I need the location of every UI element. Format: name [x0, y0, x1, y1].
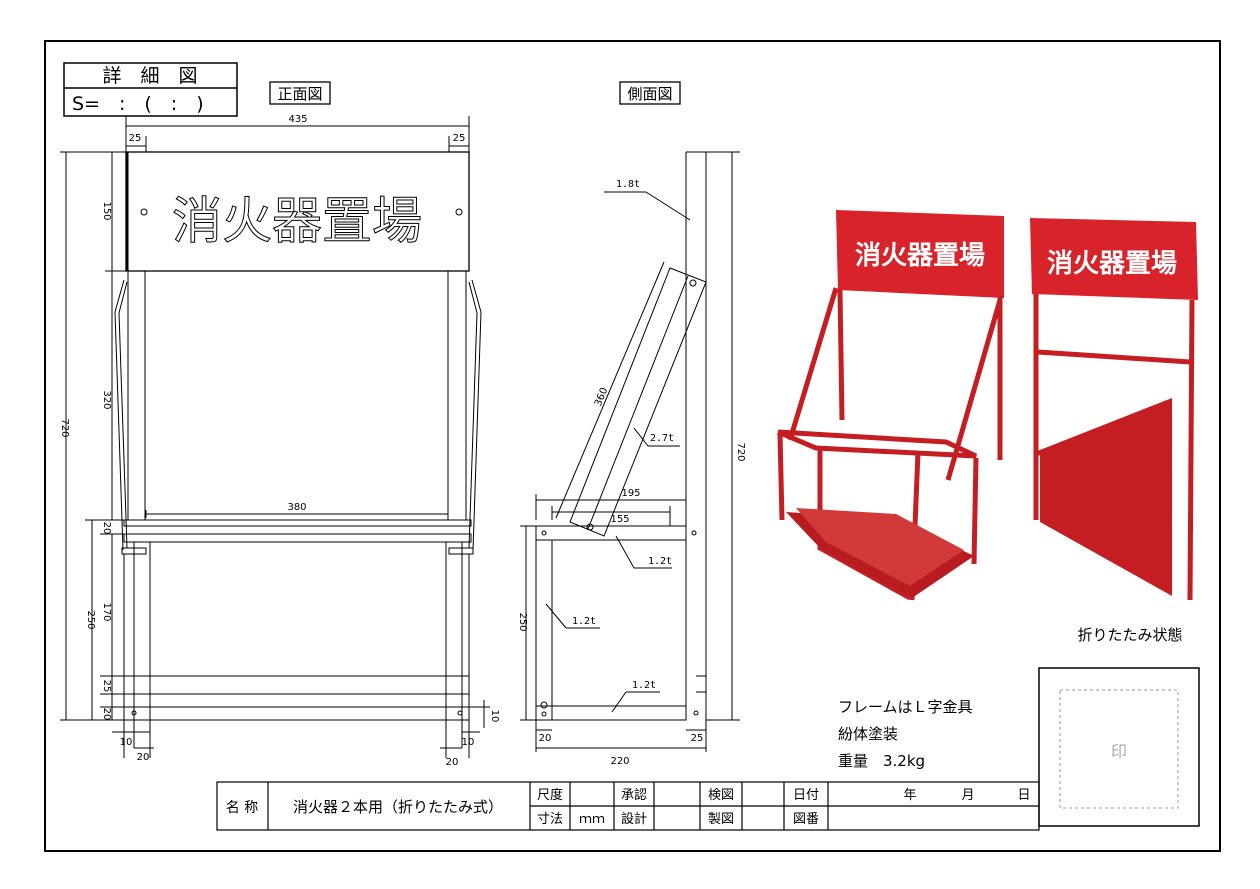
tb-design-label: 設計 — [621, 811, 647, 827]
dim-gap-20b: 20 — [101, 708, 112, 721]
dim-depth-155: 155 — [610, 514, 629, 525]
dim-foot-10-left: 10 — [120, 737, 133, 748]
dim-gap-20a: 20 — [101, 522, 112, 535]
dim-mid-height: 320 — [101, 390, 112, 409]
front-view-label-box — [269, 81, 331, 105]
dim-lower-height: 250 — [85, 610, 96, 629]
tb-date-day: 日 — [1017, 788, 1030, 803]
detail-scale: S= : ( : ) — [72, 93, 204, 115]
dim-thick-shelf: 1.2t — [648, 556, 672, 567]
dim-thick-top: 1.8t — [616, 179, 640, 190]
note-line-1: フレームはＬ字金具 — [838, 698, 973, 716]
side-view-label: 側面図 — [627, 85, 672, 103]
dim-thick-arm: 2.7t — [650, 433, 674, 444]
dim-left-inset: 25 — [129, 133, 142, 144]
front-sign-text: 消火器置場 — [172, 192, 422, 250]
detail-title: 詳 細 図 — [102, 65, 197, 87]
dim-depth-195: 195 — [621, 488, 640, 499]
side-view-label-box — [619, 81, 681, 105]
tb-name-label: 名 称 — [226, 800, 258, 816]
dim-thick-leg: 1.2t — [572, 616, 596, 627]
dim-arm-length: 360 — [593, 386, 610, 408]
detail-box: 詳 細 図 S= : ( : ) — [63, 62, 238, 117]
stamp-label: 印 — [1111, 742, 1127, 761]
tb-draft-label: 製図 — [708, 812, 734, 827]
tb-unit-value: ｍｍ — [579, 812, 605, 827]
dim-lower-170: 170 — [101, 602, 112, 621]
sheet-border — [44, 40, 1221, 852]
tb-unit-label: 寸法 — [537, 812, 563, 827]
dim-sign-height: 150 — [101, 201, 112, 220]
dim-foot-10-right: 10 — [462, 737, 475, 748]
tb-scale-label: 尺度 — [537, 787, 563, 803]
dim-side-height-250: 250 — [517, 612, 528, 631]
dim-foot-20-side: 20 — [539, 733, 552, 744]
title-block — [216, 781, 1040, 831]
tb-name-value: 消火器２本用（折りたたみ式） — [293, 798, 503, 816]
front-view: 435 25 25 消火器置場 380 — [59, 114, 500, 768]
dim-right-inset: 25 — [453, 133, 466, 144]
dim-total-width: 435 — [288, 114, 307, 125]
dim-gap-25: 25 — [101, 680, 112, 693]
photo-caption: 折りたたみ状態 — [1077, 626, 1182, 644]
tb-date-month: 月 — [961, 788, 974, 803]
dim-total-height: 720 — [59, 418, 70, 437]
tb-number-label: 図番 — [793, 812, 819, 827]
dim-shelf-width: 380 — [287, 502, 306, 513]
tb-date-year: 年 — [903, 788, 916, 803]
tb-check-label: 検図 — [708, 788, 734, 803]
dim-foot-25-side: 25 — [691, 733, 704, 744]
dim-foot-20-right: 20 — [446, 757, 459, 768]
note-line-2: 紛体塗装 — [838, 725, 898, 743]
note-line-3: 重量 3.2kg — [838, 752, 925, 770]
dim-base-220: 220 — [610, 756, 629, 767]
dim-side-10: 10 — [489, 710, 500, 723]
photo-left-sign-text: 消火器置場 — [855, 241, 985, 271]
photo-right-sign-text: 消火器置場 — [1047, 249, 1177, 279]
dim-foot-20-left: 20 — [137, 752, 150, 763]
side-view: 1.8t 720 360 2.7t 195 155 1.2t — [517, 151, 746, 767]
tb-approve-label: 承認 — [621, 787, 647, 803]
dim-side-height-720: 720 — [735, 442, 746, 461]
front-view-label: 正面図 — [277, 85, 322, 103]
photo-stand-open: 消火器置場 — [777, 210, 1004, 601]
photo-stand-folded: 消火器置場 折りたたみ状態 — [1030, 218, 1198, 644]
stamp-area: 印 — [1038, 667, 1200, 827]
tb-date-label: 日付 — [793, 788, 819, 803]
dim-thick-bottom: 1.2t — [632, 680, 656, 691]
